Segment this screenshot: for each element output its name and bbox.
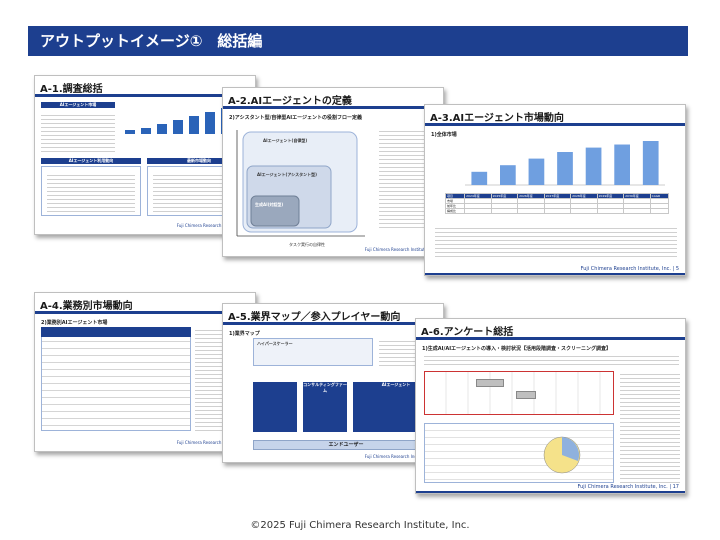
slide-a5-box-consult: コンサルティングファーム [303, 382, 347, 432]
slide-a1-footer: Fuji Chimera Research Institute, Inc. [176, 223, 249, 228]
slide-a6-subtitle: 1)生成AI/AIエージェントの導入・検討状況【活用段階調査・スクリーニング調査… [422, 346, 611, 352]
slide-a5-bottom-label: エンドユーザー [328, 442, 364, 448]
slide-a2-diagram [236, 130, 365, 237]
slide-a6-text-lines [424, 353, 679, 367]
slide-a4-title: A-4.業務別市場動向 [40, 301, 133, 312]
slide-divider [425, 123, 685, 126]
slide-a1[interactable]: A-1.調査総括 AIエージェント市場 AIエージェント利用動向 最新市場動向 … [34, 75, 256, 235]
slide-a5-consult-label: コンサルティングファーム [303, 382, 347, 393]
slide-a3-footer: Fuji Chimera Research Institute, Inc. | … [580, 266, 679, 272]
slide-a3-text-lines [435, 225, 677, 259]
slide-divider [223, 322, 443, 325]
slide-a2-title: A-2.AIエージェントの定義 [228, 96, 352, 107]
copyright: ©2025 Fuji Chimera Research Institute, I… [250, 520, 470, 531]
slide-a1-text-lines [47, 172, 135, 212]
slide-a6-bar [516, 391, 536, 399]
slide-a5-footer: Fuji Chimera Research Institute, Inc. [364, 454, 437, 459]
slide-divider [35, 311, 255, 314]
chart-bar [500, 165, 516, 185]
slide-a2-box1: AIエージェント(自律型) [263, 138, 308, 143]
slide-a5-top-label: ハイパースケーラー [257, 341, 293, 346]
slide-a5-title: A-5.業界マップ／参入プレイヤー動向 [228, 312, 401, 323]
slide-a6-footer: Fuji Chimera Research Institute, Inc. | … [577, 484, 679, 490]
slide-a2-footer: Fuji Chimera Research Institute, Inc. [364, 247, 437, 252]
slide-a6-pie-chart [543, 436, 581, 474]
slide-a5-top-box: ハイパースケーラー [253, 338, 373, 366]
slide-divider [35, 94, 255, 97]
table-header-row: 項目 2024年度 2025年度 2026年度 2027年度 2028年度 20… [444, 193, 670, 199]
slide-footer-bar [416, 491, 685, 493]
chart-bar [585, 147, 602, 185]
table-row: 構成比 [444, 208, 670, 214]
slide-a3[interactable]: A-3.AIエージェント市場動向 1)全体市場 項目 2024年度 2025年度… [424, 104, 686, 276]
slide-a4-subtitle: 2)業務別AIエージェント市場 [41, 320, 108, 326]
slide-a5-box-left [253, 382, 297, 432]
slide-a6[interactable]: A-6.アンケート総括 1)生成AI/AIエージェントの導入・検討状況【活用段階… [415, 318, 686, 494]
slide-a1-label2: AIエージェント利用動向 [41, 158, 141, 164]
slide-a2-box2: AIエージェント(アシスタント型) [257, 172, 317, 177]
chart-bar [642, 141, 659, 185]
chart-bar [471, 171, 488, 185]
slide-a2[interactable]: A-2.AIエージェントの定義 2)アシスタント型/自律型AIエージェントの役割… [222, 87, 444, 257]
slide-a2-xaxis: タスク実行の自律性 [289, 242, 325, 247]
slide-footer-bar [425, 273, 685, 275]
slide-a6-bar [476, 379, 504, 387]
slide-a4-table [41, 327, 191, 431]
slide-divider [416, 337, 685, 340]
chart-bar [528, 158, 545, 185]
slide-a5-bottom-bar: エンドユーザー [253, 440, 439, 450]
slide-a1-text-lines [41, 112, 115, 152]
slide-a1-title: A-1.調査総括 [40, 84, 103, 95]
chart-bar [614, 144, 630, 185]
chart-bar [557, 152, 573, 185]
slide-a4-footer: Fuji Chimera Research Institute, Inc. [176, 440, 249, 445]
slide-a3-title: A-3.AIエージェント市場動向 [430, 113, 564, 124]
slide-a4-table-header [41, 327, 191, 337]
slide-a5[interactable]: A-5.業界マップ／参入プレイヤー動向 1)業界マップ ハイパースケーラー コン… [222, 303, 444, 463]
slide-a3-bar-chart [465, 141, 665, 186]
slide-a1-label3: 最新市場動向 [147, 158, 251, 164]
slide-a3-subtitle: 1)全体市場 [431, 132, 457, 138]
slide-a6-chart-bottom [424, 423, 614, 483]
slide-divider [223, 106, 443, 109]
slide-a2-subtitle: 2)アシスタント型/自律型AIエージェントの役割フロー定義 [229, 115, 363, 121]
slide-a5-ai-label: AIエージェント [381, 382, 411, 387]
slide-a6-title: A-6.アンケート総括 [421, 327, 514, 338]
slide-a1-label1: AIエージェント市場 [41, 102, 115, 108]
table-row-label: 構成比 [444, 208, 466, 214]
slide-a3-table: 項目 2024年度 2025年度 2026年度 2027年度 2028年度 20… [444, 193, 670, 214]
slide-a6-text-lines [620, 371, 680, 483]
slide-a2-box3: 生成AI(対話型) [255, 202, 284, 207]
slide-a5-subtitle: 1)業界マップ [229, 331, 260, 337]
page-title: アウトプットイメージ① 総括編 [28, 26, 688, 56]
